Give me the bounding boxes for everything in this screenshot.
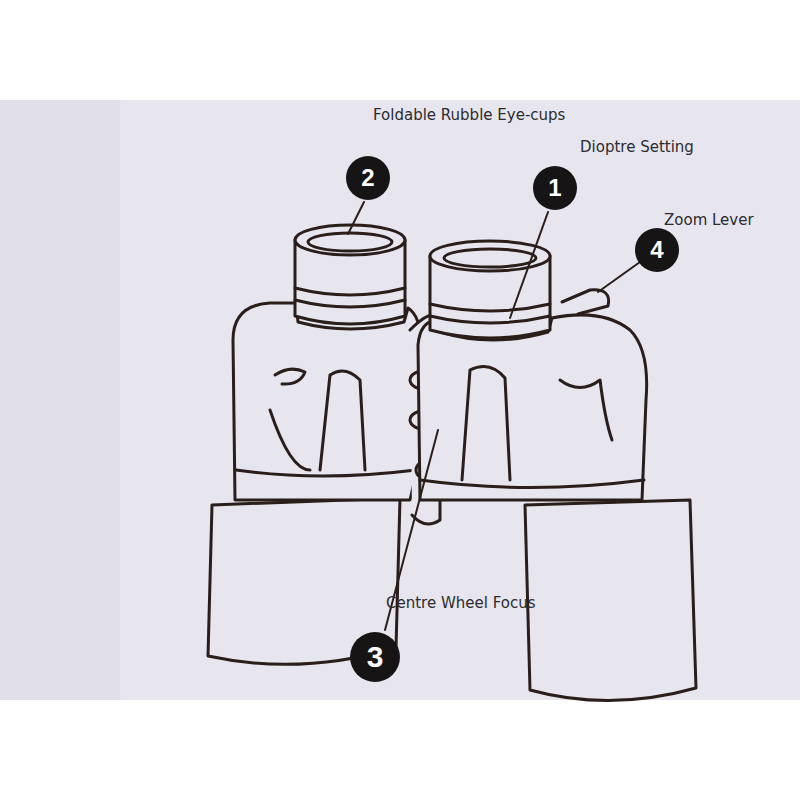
left-eyecup-bands bbox=[295, 288, 405, 307]
left-grip bbox=[320, 371, 365, 470]
callout-circle: 4 bbox=[635, 228, 679, 272]
right-grip bbox=[462, 366, 510, 480]
part-label: Zoom Lever bbox=[664, 211, 754, 229]
left-eyepiece bbox=[308, 233, 392, 251]
part-label: Dioptre Setting bbox=[580, 138, 694, 156]
leader-line bbox=[598, 262, 640, 292]
callout-circle: 2 bbox=[346, 156, 390, 200]
part-label: Centre Wheel Focus bbox=[386, 594, 536, 612]
leader-line bbox=[510, 212, 548, 318]
right-grip bbox=[560, 380, 612, 440]
left-grip bbox=[270, 410, 310, 470]
callout-circle: 3 bbox=[350, 632, 400, 682]
callout-number: 4 bbox=[650, 236, 663, 264]
right-eyepiece bbox=[444, 249, 536, 267]
left-prism-housing bbox=[233, 303, 421, 500]
zoom-lever bbox=[562, 290, 609, 314]
callout-number: 2 bbox=[361, 164, 374, 192]
left-grip bbox=[275, 369, 305, 384]
callout-number: 1 bbox=[548, 174, 561, 202]
right-objective-barrel bbox=[525, 500, 696, 701]
right-eyecup-bands bbox=[430, 304, 550, 323]
leader-line bbox=[348, 202, 364, 234]
left-band bbox=[236, 470, 416, 476]
callout-number: 3 bbox=[367, 640, 384, 674]
right-prism-housing bbox=[418, 315, 647, 500]
callout-circle: 1 bbox=[533, 166, 577, 210]
part-label: Foldable Rubble Eye-cups bbox=[373, 106, 565, 124]
paper-sheet bbox=[0, 100, 800, 700]
paper-shadow bbox=[0, 100, 120, 700]
right-band bbox=[420, 480, 644, 488]
